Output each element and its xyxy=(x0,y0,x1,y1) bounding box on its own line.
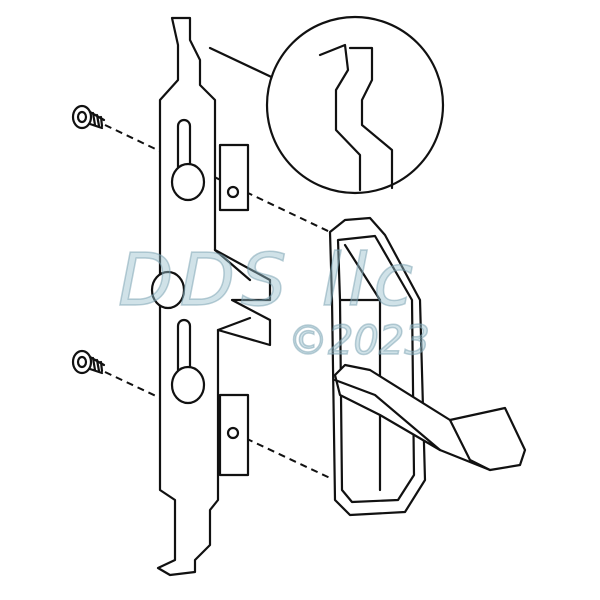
screw-top-icon xyxy=(71,104,106,130)
detail-magnifier xyxy=(265,15,445,195)
lever xyxy=(333,363,527,472)
latch-handle xyxy=(328,216,427,517)
screw-bottom-icon xyxy=(71,349,106,375)
mounting-bracket xyxy=(150,16,272,577)
